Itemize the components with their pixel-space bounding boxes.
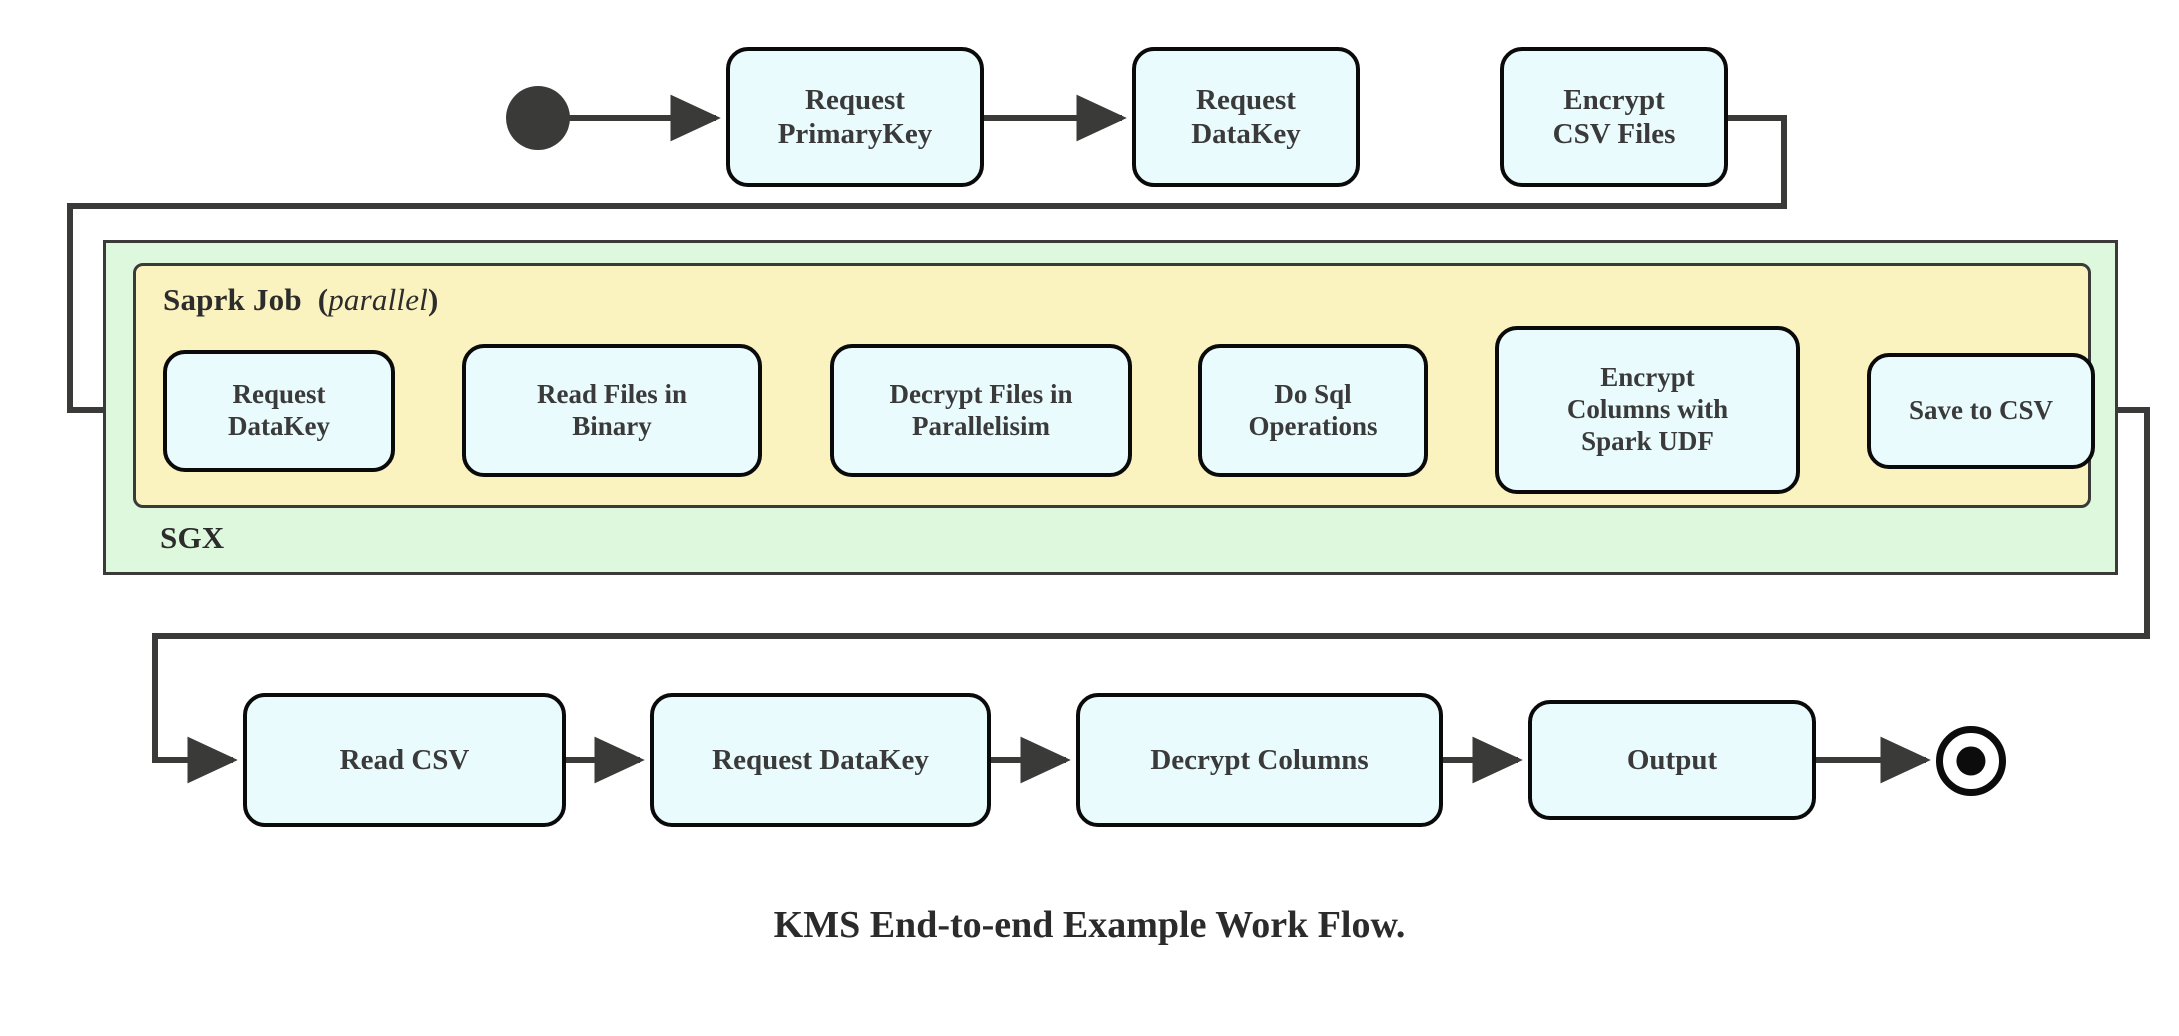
node-label: Request DataKey — [712, 743, 929, 776]
node-request-datakey-top[interactable]: Request DataKey — [1132, 47, 1360, 187]
node-label: Request PrimaryKey — [777, 83, 933, 150]
node-output[interactable]: Output — [1528, 700, 1816, 820]
spark-job-paren-close: ) — [427, 282, 439, 317]
node-request-datakey-spark[interactable]: Request DataKey — [163, 350, 395, 472]
node-decrypt-files-in-parallelisim[interactable]: Decrypt Files in Parallelisim — [830, 344, 1132, 477]
node-label: Save to CSV — [1908, 395, 2053, 426]
container-spark-job-label: Saprk Job (parallel) — [163, 282, 439, 318]
node-label: Read CSV — [339, 743, 470, 776]
diagram-caption: KMS End-to-end Example Work Flow. — [773, 904, 1406, 946]
node-label: Request DataKey — [228, 379, 330, 441]
container-sgx-label: SGX — [160, 520, 225, 555]
node-read-files-in-binary[interactable]: Read Files in Binary — [462, 344, 762, 477]
node-label: Do Sql Operations — [1248, 378, 1378, 441]
node-encrypt-csv-files[interactable]: Encrypt CSV Files — [1500, 47, 1728, 187]
node-encrypt-columns-with-spark-udf[interactable]: Encrypt Columns with Spark UDF — [1495, 326, 1800, 494]
node-label: Output — [1626, 743, 1718, 776]
node-decrypt-columns[interactable]: Decrypt Columns — [1076, 693, 1443, 827]
end-node — [1936, 726, 2006, 796]
node-label: Encrypt CSV Files — [1552, 83, 1676, 150]
node-label: Request DataKey — [1191, 83, 1301, 150]
node-label: Decrypt Columns — [1150, 743, 1369, 776]
node-read-csv[interactable]: Read CSV — [243, 693, 566, 827]
node-label: Encrypt Columns with Spark UDF — [1566, 362, 1729, 456]
spark-job-modifier: parallel — [328, 282, 428, 317]
node-label: Read Files in Binary — [536, 378, 687, 441]
node-label: Decrypt Files in Parallelisim — [889, 378, 1073, 441]
start-node — [506, 86, 570, 150]
spark-job-paren-open: ( — [317, 282, 329, 317]
spark-job-title: Saprk Job — [163, 282, 302, 317]
node-request-datakey-bottom[interactable]: Request DataKey — [650, 693, 991, 827]
node-do-sql-operations[interactable]: Do Sql Operations — [1198, 344, 1428, 477]
node-save-to-csv[interactable]: Save to CSV — [1867, 353, 2095, 469]
node-request-primarykey[interactable]: Request PrimaryKey — [726, 47, 984, 187]
